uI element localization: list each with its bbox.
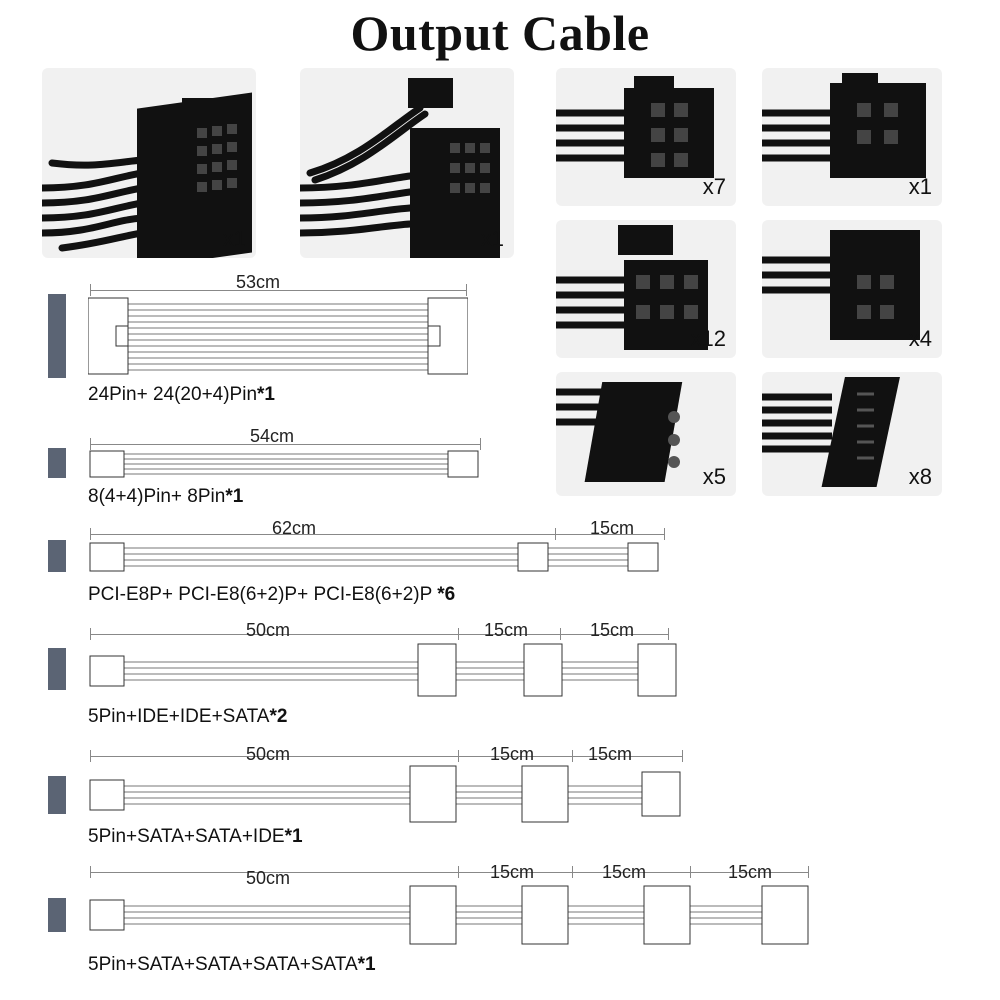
cable-marker-bar [48, 448, 66, 478]
cable-length-label: 15cm [490, 862, 535, 882]
cable-molex-ide-sata-diagram-icon [89, 643, 677, 697]
connector-tile-8pin-split: x12 [556, 220, 736, 358]
cable-marker-bar [48, 776, 66, 814]
cable-length-label: 54cm [250, 426, 295, 446]
tile-quantity: x5 [702, 464, 726, 489]
cable-length-label: 15cm [484, 620, 529, 640]
cable-length-label: 15cm [602, 862, 647, 882]
cable-molex-4sata-diagram-icon [89, 885, 809, 945]
pcie-6plus2-connector-icon [556, 225, 708, 350]
cable-length-label: 62cm [272, 518, 317, 538]
tile-quantity: x8 [908, 464, 932, 489]
dimension-tick [664, 528, 665, 540]
connector-tile-24pin: x1 [42, 68, 256, 258]
cable-length-label: 50cm [246, 620, 291, 640]
atx-24pin-connector-icon [42, 92, 252, 258]
dimension-tick [466, 284, 467, 296]
connector-tile-6pin: x4 [762, 220, 942, 358]
dimension-line [90, 444, 480, 445]
dimension-line [90, 756, 682, 757]
connector-tile-24pin-split: x1 [300, 68, 514, 258]
page-title: Output Cable [350, 5, 650, 61]
tile-quantity: x12 [690, 326, 726, 351]
cable-length-label: 15cm [588, 744, 633, 764]
dimension-line [90, 872, 808, 873]
dimension-tick [808, 866, 809, 878]
dimension-line [90, 290, 466, 291]
cpu-8pin-connector-icon [762, 73, 926, 178]
pcie-6pin-connector-icon [762, 230, 920, 340]
cable-length-label: 15cm [590, 518, 635, 538]
cable-pcie-diagram-icon [89, 542, 659, 572]
cable-marker-bar [48, 540, 66, 572]
connector-tile-sata: x8 [762, 372, 942, 496]
pcie-8pin-connector-icon [556, 76, 714, 178]
dimension-tick [480, 438, 481, 450]
cable-marker-bar [48, 294, 66, 378]
cable-name-label: 5Pin+SATA+SATA+IDE*1 [88, 826, 303, 847]
cable-name-label: 8(4+4)Pin+ 8Pin*1 [88, 486, 244, 507]
cable-marker-bar [48, 648, 66, 690]
cable-length-label: 15cm [728, 862, 773, 882]
cable-length-label: 50cm [246, 868, 291, 888]
cable-molex-sata-ide-diagram-icon [89, 765, 681, 823]
tile-quantity: x4 [908, 326, 932, 351]
cable-8pin-diagram-icon [89, 450, 479, 478]
cable-marker-bar [48, 898, 66, 932]
cable-length-label: 15cm [490, 744, 535, 764]
tile-quantity: x7 [702, 174, 726, 199]
tile-quantity: x1 [222, 226, 246, 251]
connector-tile-8pin: x7 [556, 68, 736, 206]
dimension-line [90, 534, 664, 535]
dimension-tick [668, 628, 669, 640]
cable-length-label: 15cm [590, 620, 635, 640]
cable-24pin-diagram-icon [88, 297, 468, 375]
cable-name-label: 5Pin+SATA+SATA+SATA+SATA*1 [88, 954, 376, 975]
dimension-tick [682, 750, 683, 762]
sata-power-connector-icon [762, 377, 900, 487]
cable-name-label: PCI-E8P+ PCI-E8(6+2)P+ PCI-E8(6+2)P *6 [88, 584, 456, 605]
connector-tile-8pin-cpu: x1 [762, 68, 942, 206]
cable-name-label: 5Pin+IDE+IDE+SATA*2 [88, 706, 288, 727]
cable-name-label: 24Pin+ 24(20+4)Pin*1 [88, 384, 275, 405]
cable-length-label: 50cm [246, 744, 291, 764]
tile-quantity: x1 [480, 226, 504, 251]
dimension-line [90, 634, 668, 635]
connector-tile-molex: x5 [556, 372, 736, 496]
tile-quantity: x1 [908, 174, 932, 199]
molex-ide-connector-icon [556, 382, 683, 482]
atx-20plus4-connector-icon [300, 78, 500, 258]
cable-length-label: 53cm [236, 272, 281, 292]
